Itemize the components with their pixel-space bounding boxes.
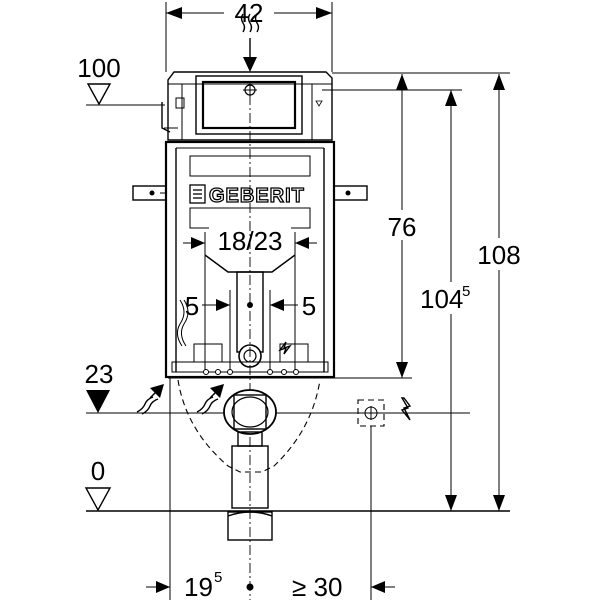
width-dimension: 42 bbox=[165, 0, 333, 72]
offset-right-label: 5 bbox=[302, 291, 316, 321]
level-0-marker: 0 bbox=[84, 456, 112, 512]
logo-mark bbox=[189, 184, 206, 204]
bowl-outline bbox=[177, 379, 321, 473]
width-label: 42 bbox=[235, 0, 264, 28]
bottom-dimensions: 19 5 ≥ 30 bbox=[146, 569, 395, 600]
right-bracket bbox=[333, 185, 368, 201]
level-23-label: 23 bbox=[85, 359, 114, 389]
cistern-top bbox=[161, 71, 394, 141]
geberit-logo: GEBERIT bbox=[189, 184, 305, 208]
level-triangle-icon bbox=[84, 487, 112, 512]
height-104-label: 104 bbox=[420, 284, 463, 314]
height-76-dimension: 76 bbox=[332, 72, 510, 378]
level-0-label: 0 bbox=[91, 456, 105, 486]
electric-connection bbox=[357, 397, 412, 600]
level-100-marker: 100 bbox=[77, 53, 165, 106]
logo-text: GEBERIT bbox=[209, 185, 305, 207]
level-100-label: 100 bbox=[77, 53, 120, 83]
side-19-label: 19 bbox=[184, 572, 213, 600]
height-108-label: 108 bbox=[477, 240, 520, 270]
level-23-marker: 23 bbox=[85, 359, 470, 414]
height-76-label: 76 bbox=[388, 212, 417, 242]
height-108-dimension: 108 bbox=[474, 74, 528, 511]
water-supply-icon bbox=[196, 384, 224, 415]
center-mark-icon bbox=[243, 83, 257, 97]
drain-outlet bbox=[223, 389, 277, 541]
level-triangle-icon bbox=[86, 83, 112, 106]
level-triangle-icon bbox=[86, 390, 110, 413]
water-supply-icon bbox=[240, 13, 260, 72]
electric-icon bbox=[400, 397, 412, 421]
water-supply-icon bbox=[136, 384, 164, 415]
side-19-superscript: 5 bbox=[214, 569, 222, 586]
height-104-superscript: 5 bbox=[462, 283, 470, 300]
height-104-dimension: 104 5 bbox=[394, 89, 490, 511]
side-min-label: ≥ 30 bbox=[292, 572, 342, 600]
